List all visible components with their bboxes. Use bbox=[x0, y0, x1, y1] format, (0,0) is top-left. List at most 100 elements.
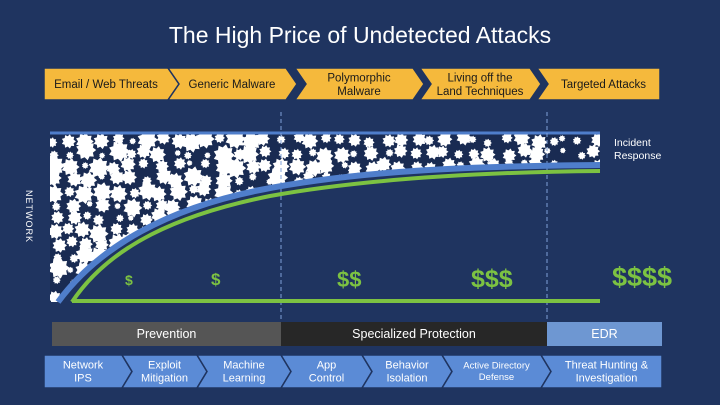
attack-blob-412 bbox=[108, 276, 122, 291]
attack-blob-367 bbox=[539, 251, 556, 268]
attack-blob-85 bbox=[200, 158, 211, 169]
cost-indicator-2: $ bbox=[211, 270, 221, 289]
attack-blob-307 bbox=[203, 238, 215, 250]
attack-blob-55 bbox=[308, 148, 317, 157]
attack-blob-254 bbox=[517, 207, 532, 223]
attack-blob-210 bbox=[408, 201, 418, 212]
attack-blob-443 bbox=[577, 272, 592, 288]
attack-blob-417 bbox=[183, 273, 198, 289]
attack-blob-43 bbox=[126, 149, 137, 160]
category-prevention: Prevention bbox=[52, 322, 281, 346]
attack-blob-116 bbox=[109, 169, 125, 185]
attack-blob-29 bbox=[468, 135, 477, 144]
attack-blob-430 bbox=[385, 279, 393, 287]
attack-blob-404 bbox=[548, 268, 557, 277]
attack-blob-280 bbox=[349, 224, 365, 240]
attack-blob-93 bbox=[317, 157, 335, 175]
attack-blob-368 bbox=[558, 250, 576, 269]
attack-blob-371 bbox=[50, 257, 70, 279]
attack-blob-150 bbox=[64, 186, 75, 198]
attack-blob-397 bbox=[443, 265, 454, 277]
attack-blob-347 bbox=[245, 254, 256, 265]
attack-blob-351 bbox=[311, 255, 318, 262]
attack-blob-424 bbox=[286, 276, 303, 292]
attack-blob-372 bbox=[67, 266, 74, 274]
attack-blob-426 bbox=[322, 273, 338, 290]
attack-blob-411 bbox=[96, 276, 107, 288]
attack-blob-26 bbox=[424, 135, 435, 146]
attack-blob-355 bbox=[367, 250, 380, 264]
attack-blob-455 bbox=[194, 289, 212, 302]
attack-blob-318 bbox=[362, 236, 376, 250]
attack-blob-293 bbox=[544, 225, 551, 232]
attack-blob-326 bbox=[487, 239, 501, 253]
threat-label-2: Generic Malware bbox=[189, 79, 276, 91]
cost-indicator-3: $$ bbox=[337, 267, 362, 292]
attack-blob-16 bbox=[276, 135, 286, 144]
attack-blob-41 bbox=[99, 152, 106, 159]
attack-blob-451 bbox=[140, 291, 150, 300]
attack-blob-260 bbox=[50, 223, 64, 240]
attack-blob-34 bbox=[549, 137, 559, 147]
attack-blob-215 bbox=[481, 197, 498, 213]
attack-blob-171 bbox=[384, 187, 395, 199]
attack-blob-415 bbox=[158, 281, 167, 290]
attack-blob-258 bbox=[571, 212, 583, 223]
attack-blob-117 bbox=[121, 169, 137, 186]
attack-blob-384 bbox=[244, 258, 263, 278]
attack-blob-74 bbox=[586, 144, 600, 159]
attack-blob-276 bbox=[291, 223, 309, 241]
attack-blob-287 bbox=[454, 226, 463, 235]
attack-blob-478 bbox=[541, 286, 555, 300]
attack-blob-479 bbox=[560, 287, 574, 301]
attack-blob-181 bbox=[529, 185, 546, 202]
attack-blob-234 bbox=[215, 208, 233, 225]
attack-blob-1 bbox=[50, 137, 58, 148]
attack-blob-241 bbox=[320, 211, 333, 224]
attack-blob-253 bbox=[498, 211, 515, 229]
attack-blob-359 bbox=[429, 255, 437, 263]
attack-blob-64 bbox=[436, 145, 449, 158]
attack-blob-357 bbox=[391, 249, 409, 267]
attack-blob-200 bbox=[258, 199, 271, 212]
attack-blob-205 bbox=[332, 198, 350, 216]
attack-blob-22 bbox=[363, 136, 375, 149]
attack-blob-315 bbox=[320, 238, 337, 255]
attack-blob-340 bbox=[143, 252, 153, 261]
attack-blob-356 bbox=[378, 250, 395, 266]
attack-blob-242 bbox=[332, 210, 349, 227]
attack-blob-327 bbox=[497, 238, 509, 250]
attack-blob-87 bbox=[225, 157, 247, 179]
attack-blob-46 bbox=[174, 149, 181, 157]
attack-blob-63 bbox=[426, 144, 441, 160]
attack-blob-81 bbox=[138, 158, 149, 169]
attack-blob-219 bbox=[546, 199, 560, 213]
attack-blob-290 bbox=[501, 224, 517, 240]
attack-blob-432 bbox=[406, 276, 418, 288]
attack-blob-211 bbox=[429, 203, 436, 210]
attack-blob-329 bbox=[527, 236, 539, 247]
attack-blob-385 bbox=[257, 266, 270, 279]
attack-blob-208 bbox=[384, 198, 394, 207]
attack-blob-317 bbox=[350, 235, 363, 249]
attack-blob-158 bbox=[189, 184, 199, 194]
attack-blob-72 bbox=[560, 147, 566, 154]
attack-blob-386 bbox=[275, 263, 289, 277]
attack-blob-476 bbox=[517, 290, 527, 300]
attack-blob-332 bbox=[572, 237, 588, 253]
attack-blob-346 bbox=[224, 245, 243, 265]
incident-response-line-1: Incident bbox=[614, 137, 651, 149]
blue-protection-curve bbox=[55, 162, 601, 304]
attack-blob-39 bbox=[66, 151, 74, 160]
attack-blob-434 bbox=[435, 271, 453, 289]
attack-blob-209 bbox=[398, 198, 407, 208]
attack-blob-65 bbox=[454, 149, 464, 159]
attack-blob-362 bbox=[473, 253, 480, 260]
attack-blob-212 bbox=[441, 200, 457, 215]
attack-blob-360 bbox=[438, 247, 455, 265]
attack-blob-227 bbox=[116, 214, 124, 223]
attack-blob-303 bbox=[147, 239, 153, 246]
attack-blob-316 bbox=[331, 236, 344, 249]
